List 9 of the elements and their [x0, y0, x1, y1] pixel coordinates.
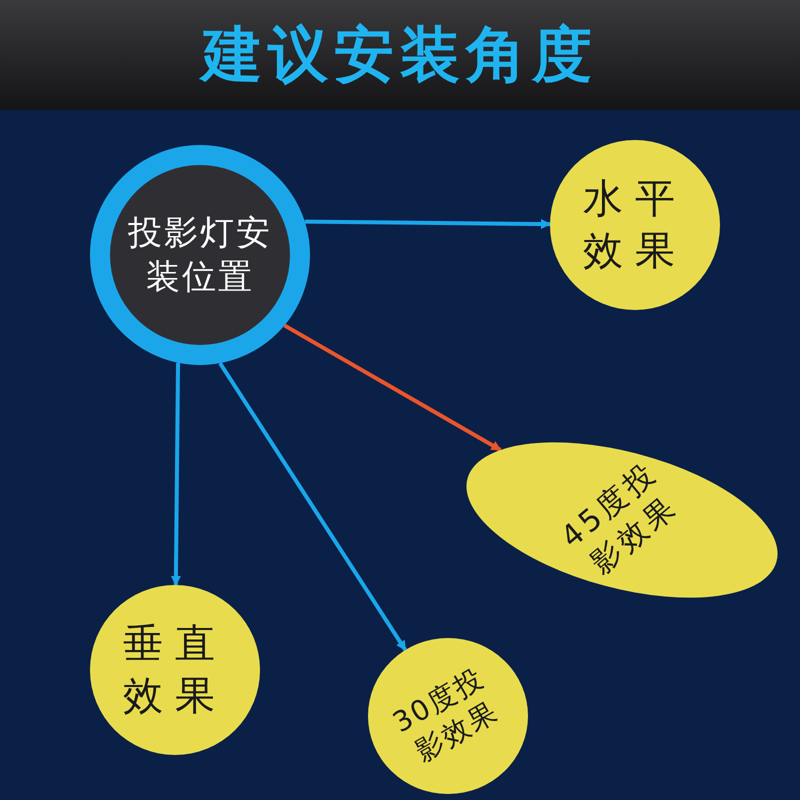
arrow: [304, 219, 551, 230]
node-label: 45度投影效果: [553, 454, 686, 584]
arrow: [284, 324, 502, 452]
node-label: 30度投影效果: [386, 659, 505, 770]
node-label: 投影灯安装位置: [127, 212, 273, 299]
node-label: 垂直效果: [122, 620, 228, 721]
arrow: [170, 362, 181, 586]
arrow: [218, 362, 408, 652]
node-label: 水平效果: [582, 175, 688, 276]
